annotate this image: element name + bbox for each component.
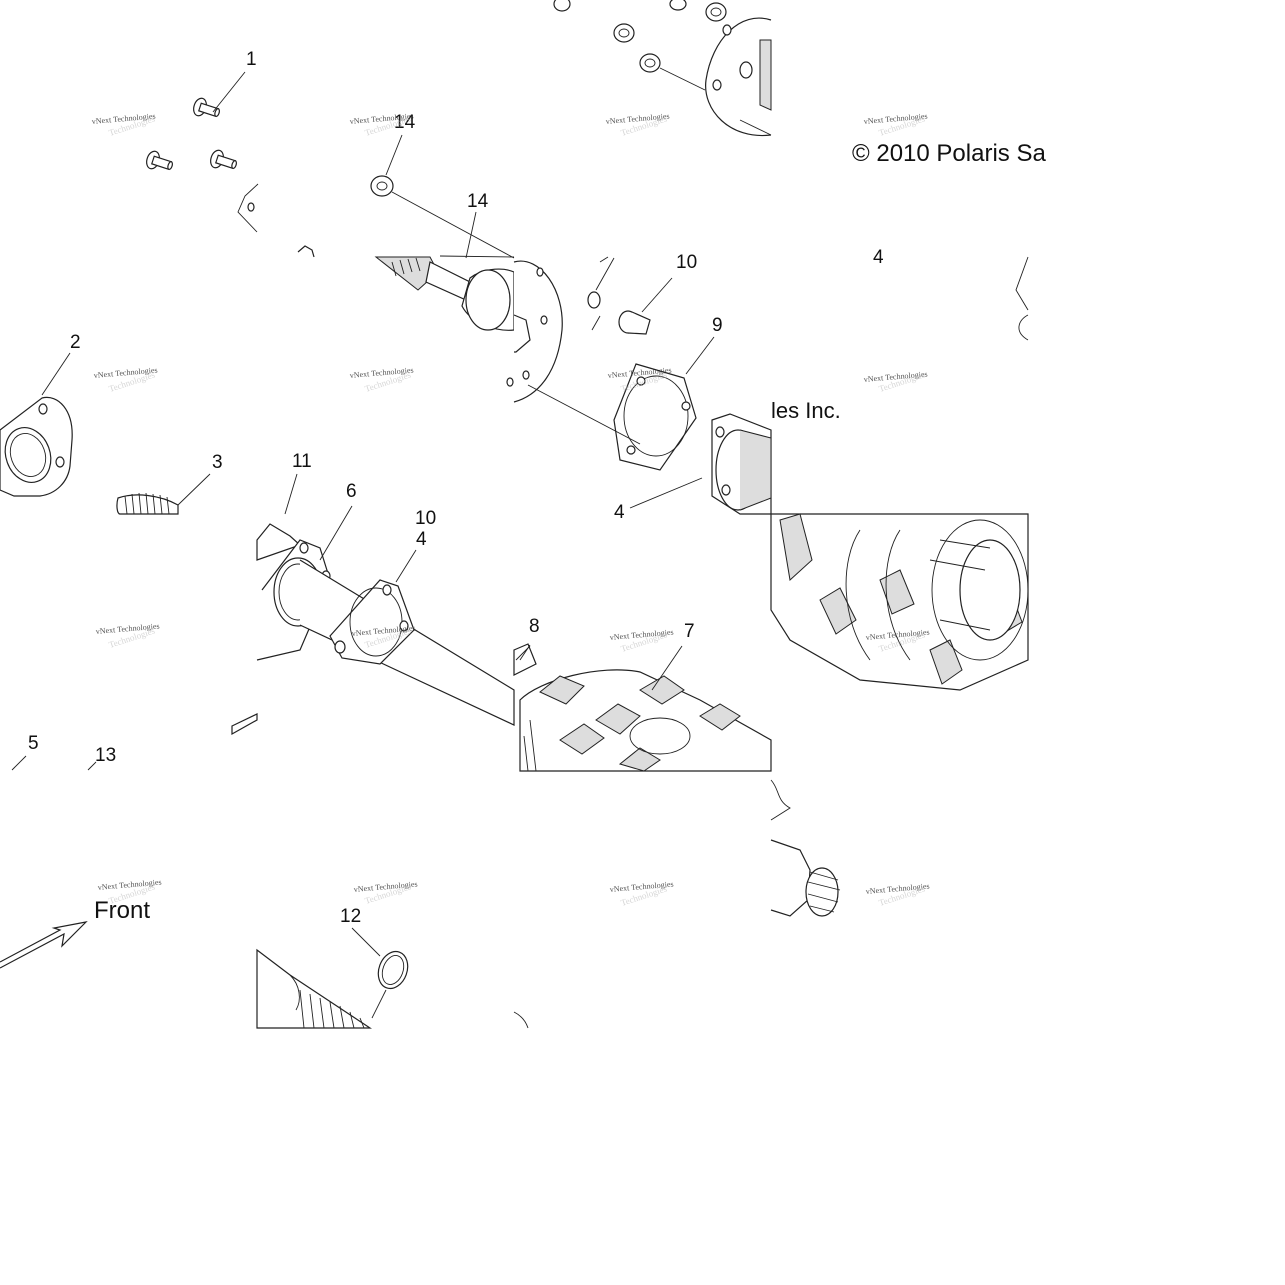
- flange-plate: [506, 260, 563, 403]
- callout-12: 11: [292, 451, 312, 472]
- callout-1: 1: [246, 49, 257, 70]
- washer-fragment: [231, 713, 258, 736]
- bolt-10: [587, 256, 651, 335]
- callout-4-center: 4: [614, 502, 625, 523]
- front-label: Front: [94, 897, 150, 924]
- callout-3: 3: [212, 452, 223, 473]
- gear-assembly-7: [513, 643, 772, 772]
- spline-shaft-13: [256, 948, 372, 1029]
- gear-fragment-bottom: [513, 1011, 529, 1029]
- leader-line: [212, 71, 246, 113]
- flange-nut: [370, 175, 394, 197]
- output-shaft: [374, 255, 515, 331]
- nut-fragment: [297, 245, 315, 258]
- gasket-6: [329, 579, 415, 665]
- callout-6: 4: [416, 529, 427, 550]
- gasket-fragment: [237, 183, 259, 233]
- housing-fragment: [1015, 256, 1029, 341]
- callout-10-lower: 10: [415, 508, 436, 529]
- watermark-layer: vNext Technologies vNext Technologies vN…: [91, 111, 929, 896]
- callout-11: 6: [346, 481, 357, 502]
- bearing-housing: [711, 413, 772, 515]
- callout-8: 8: [529, 616, 540, 637]
- callout-13: 12: [340, 906, 361, 927]
- clutch-gear: [770, 513, 1029, 691]
- copyright-text: © 2010 Polaris Sa: [852, 140, 1046, 167]
- front-direction-arrow: [0, 921, 88, 969]
- hub-assembly: [553, 0, 772, 137]
- watermark-faint-layer: Technologies Technologies Technologies T…: [108, 113, 927, 907]
- callout-4-fragment: 4: [873, 247, 884, 268]
- callout-14-mid: 14: [467, 191, 489, 212]
- shaft-body: [299, 559, 515, 726]
- callout-14-top: 14: [394, 112, 416, 133]
- copyright-fragment: les Inc.: [771, 398, 841, 423]
- callout-10-top: 10: [676, 252, 697, 273]
- callout-9: 9: [712, 315, 723, 336]
- callout-7: 7: [684, 621, 695, 642]
- callout-5: 13: [95, 745, 116, 766]
- gasket-2: [0, 396, 73, 497]
- o-ring-13: [377, 950, 409, 990]
- gasket-9: [613, 363, 697, 471]
- spline-shaft-end: [116, 492, 179, 515]
- callout-4-left: 5: [28, 733, 39, 754]
- bolt-group: [146, 97, 237, 171]
- callout-2: 2: [70, 332, 81, 353]
- output-spline: [770, 779, 841, 917]
